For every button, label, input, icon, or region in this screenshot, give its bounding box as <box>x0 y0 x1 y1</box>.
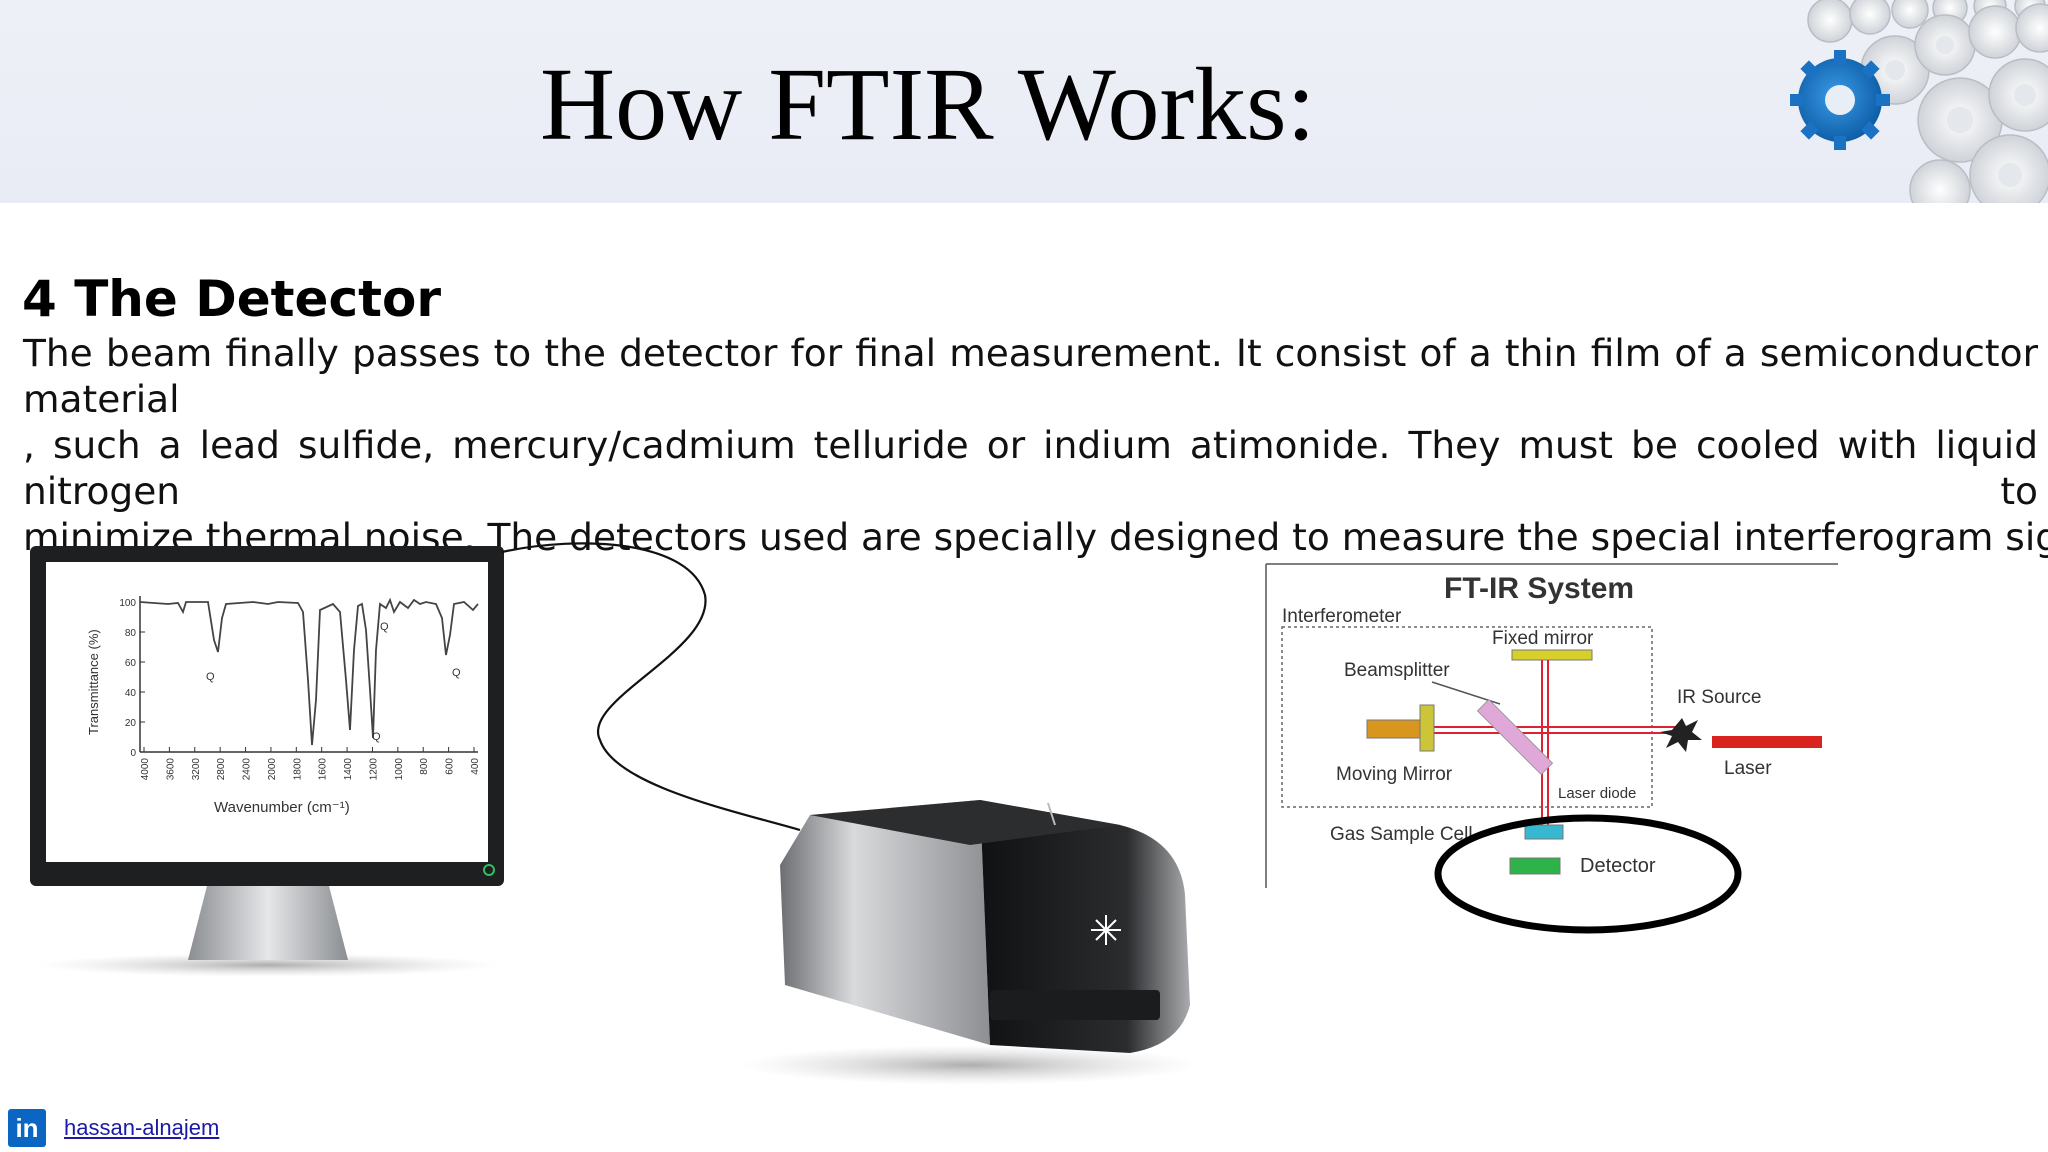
spectrum-x-tick: 2800 <box>216 758 227 781</box>
svg-text:Detector: Detector <box>1580 855 1656 877</box>
spectrum-x-tick: 2400 <box>242 758 253 781</box>
spectrum-y-tick: 100 <box>119 598 136 609</box>
spectrum-x-tick: 1000 <box>394 758 405 781</box>
spectrum-x-tick: 1800 <box>292 758 303 781</box>
spectrum-y-tick: 80 <box>125 628 137 639</box>
spectrum-x-tick: 400 <box>470 758 481 775</box>
svg-text:Laser: Laser <box>1724 758 1772 779</box>
footer: in hassan-alnajem <box>8 1108 219 1148</box>
body-line-1: The beam finally passes to the detector … <box>23 331 2038 421</box>
svg-text:Interferometer: Interferometer <box>1282 606 1402 627</box>
ir-spectrum-chart: 100 80 60 40 20 0 4000 3600 3200 2800 2400 2000 180… <box>86 596 481 816</box>
spectrum-y-tick: 60 <box>125 658 137 669</box>
monitor-illustration: 100 80 60 40 20 0 4000 3600 3200 2800 2400 2000 180… <box>30 546 504 977</box>
svg-text:Q: Q <box>452 667 461 679</box>
linkedin-icon[interactable]: in <box>8 1109 46 1147</box>
ftir-system-diagram: FT-IR System Interferometer Fixed mirror… <box>1265 563 1838 934</box>
spectrum-y-tick: 0 <box>130 748 136 759</box>
slide-title: How FTIR Works: <box>540 47 1316 162</box>
blue-gear-icon <box>1790 50 1890 150</box>
svg-text:Moving Mirror: Moving Mirror <box>1336 764 1453 785</box>
spectrum-x-tick: 1600 <box>318 758 329 781</box>
spectrum-x-tick: 1200 <box>368 758 379 781</box>
spectrum-y-tick: 20 <box>125 718 137 729</box>
spectrum-x-tick: 800 <box>419 758 430 775</box>
connection-cable <box>501 542 801 832</box>
svg-text:Q: Q <box>372 731 381 743</box>
spectrum-x-tick: 3200 <box>191 758 202 781</box>
title-band <box>0 0 2048 203</box>
spectrum-x-tick: 4000 <box>140 758 151 781</box>
linkedin-profile-link[interactable]: hassan-alnajem <box>64 1115 220 1140</box>
spectrum-y-tick: 40 <box>125 688 137 699</box>
spectrum-xlabel: Wavenumber (cm⁻¹) <box>214 799 350 816</box>
spectrum-x-tick: 1400 <box>343 758 354 781</box>
gears-decoration <box>1790 0 2048 203</box>
ftir-instrument-illustration <box>740 800 1200 1085</box>
spectrum-x-tick: 2000 <box>267 758 278 781</box>
diagram-title: FT-IR System <box>1444 572 1634 605</box>
svg-text:Gas Sample Cell: Gas Sample Cell <box>1330 824 1473 845</box>
svg-text:Q: Q <box>380 621 389 633</box>
svg-text:Fixed mirror: Fixed mirror <box>1492 628 1594 649</box>
svg-text:Laser diode: Laser diode <box>1558 785 1636 802</box>
section-body: The beam finally passes to the detector … <box>23 330 2048 560</box>
svg-text:Beamsplitter: Beamsplitter <box>1344 660 1450 681</box>
svg-text:IR Source: IR Source <box>1677 687 1761 708</box>
body-line-2: , such a lead sulfide, mercury/cadmium t… <box>23 423 2038 513</box>
agilent-logo-icon <box>1091 915 1121 945</box>
section-heading: 4 The Detector <box>22 270 441 328</box>
spectrum-x-tick: 3600 <box>165 758 176 781</box>
svg-text:Q: Q <box>206 671 215 683</box>
spectrum-x-tick: 600 <box>445 758 456 775</box>
spectrum-ylabel: Transmittance (%) <box>86 629 101 735</box>
